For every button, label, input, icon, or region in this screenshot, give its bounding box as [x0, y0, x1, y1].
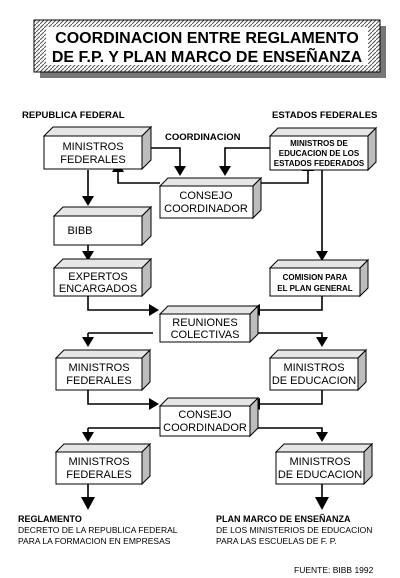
box-expertos-encargados: EXPERTOS ENCARGADOS [52, 257, 153, 298]
box-ministros-educacion-mid: MINISTROS DE EDUCACION [268, 348, 368, 392]
box-comision-plan-general: COMISION PARA EL PLAN GENERAL [268, 258, 370, 298]
title-line-2: DE F.P. Y PLAN MARCO DE ENSEÑANZA [52, 46, 363, 66]
box-label: MINISTROS DE [290, 139, 348, 148]
title-banner: COORDINACION ENTRE REGLAMENTO DE F.P. Y … [33, 19, 386, 78]
box-label: ENCARGADOS [59, 283, 137, 295]
footer-plan-line2: PARA LAS ESCUELAS DE F. P. [216, 536, 337, 546]
header-republica-federal: REPUBLICA FEDERAL [22, 110, 125, 121]
box-bibb: BIBB [52, 205, 153, 247]
box-label: COLECTIVAS [171, 329, 240, 341]
header-coordinacion: COORDINACION [165, 132, 241, 143]
box-label: MINISTROS [283, 362, 344, 374]
box-ministros-federales-bottom: MINISTROS FEDERALES [54, 442, 152, 486]
box-label: BIBB [67, 225, 92, 237]
box-label: DE EDUCACION [278, 469, 362, 481]
box-label: COORDINADOR [164, 203, 248, 215]
box-consejo-coordinador-top: CONSEJO COORDINADOR [158, 176, 263, 220]
box-label: COMISION PARA [283, 273, 348, 282]
box-label: MINISTROS [289, 456, 350, 468]
footer-plan-title: PLAN MARCO DE ENSEÑANZA [216, 514, 351, 524]
box-consejo-coordinador-bottom: CONSEJO COORDINADOR [158, 396, 260, 438]
box-label: REUNIONES [172, 317, 237, 329]
footer-plan-line1: DE LOS MINISTERIOS DE EDUCACION [216, 525, 372, 535]
box-label: FEDERALES [66, 469, 131, 481]
box-label: ESTADOS FEDERADOS [274, 159, 365, 168]
box-ministros-federales-top: MINISTROS FEDERALES [42, 125, 153, 171]
box-label: EL PLAN GENERAL [277, 284, 353, 293]
box-label: MINISTROS [68, 362, 129, 374]
box-label: FEDERALES [66, 375, 131, 387]
box-label: COORDINADOR [163, 422, 247, 434]
box-label: EDUCACION DE LOS [279, 149, 360, 158]
box-label: CONSEJO [179, 190, 233, 202]
box-label: EXPERTOS [68, 271, 128, 283]
box-label: FEDERALES [60, 154, 125, 166]
footer-notes: REGLAMENTO DECRETO DE LA REPUBLICA FEDER… [18, 514, 374, 575]
box-ministros-estados: MINISTROS DE EDUCACION DE LOS ESTADOS FE… [268, 126, 378, 172]
title-plate [46, 27, 368, 65]
box-ministros-educacion-bottom: MINISTROS DE EDUCACION [274, 442, 374, 486]
footer-reglamento-line1: DECRETO DE LA REPUBLICA FEDERAL [18, 525, 178, 535]
box-label: DE EDUCACION [272, 375, 356, 387]
box-label: MINISTROS [68, 456, 129, 468]
box-ministros-federales-mid: MINISTROS FEDERALES [54, 348, 152, 392]
connectors [87, 147, 323, 500]
header-estados-federales: ESTADOS FEDERALES [272, 110, 377, 121]
footer-source: FUENTE: BIBB 1992 [294, 565, 374, 575]
box-reuniones-colectivas: REUNIONES COLECTIVAS [158, 304, 260, 344]
footer-reglamento-line2: PARA LA FORMACION EN EMPRESAS [18, 536, 171, 546]
footer-reglamento-title: REGLAMENTO [18, 514, 82, 524]
box-label: CONSEJO [178, 409, 232, 421]
box-label: MINISTROS [62, 141, 123, 153]
title-line-1: COORDINACION ENTRE REGLAMENTO [55, 30, 359, 47]
